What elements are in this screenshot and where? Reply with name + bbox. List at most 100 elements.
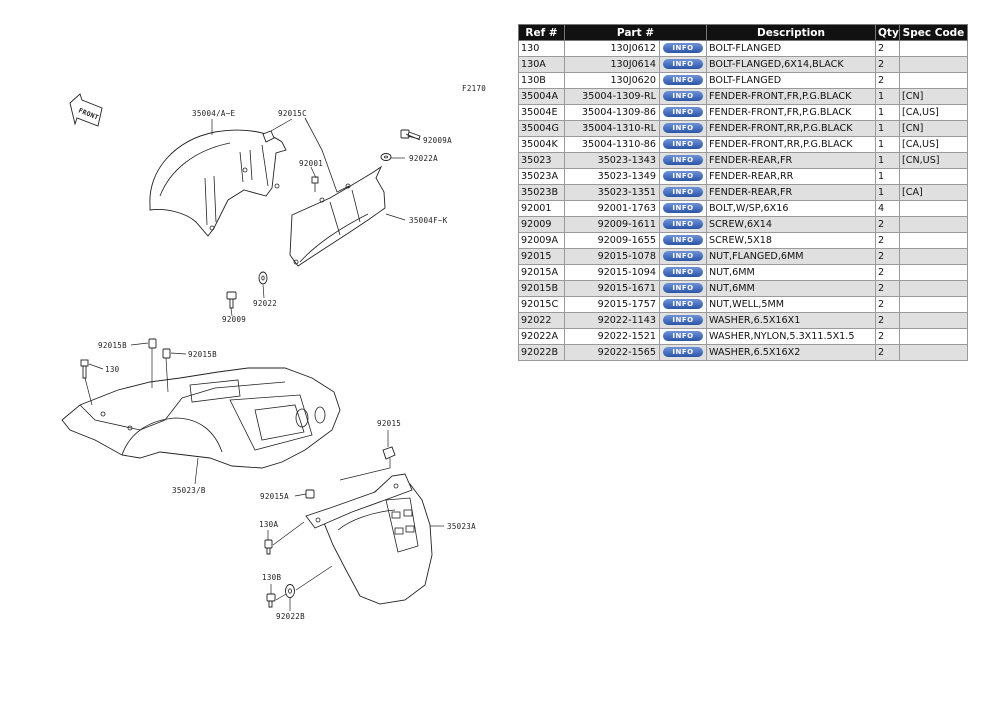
cell-info: INFO bbox=[659, 248, 707, 265]
info-button[interactable]: INFO bbox=[663, 283, 703, 293]
cell-part-number: 92022-1143 bbox=[564, 312, 660, 329]
cell-spec-code bbox=[899, 200, 968, 217]
cell-info: INFO bbox=[659, 40, 707, 57]
cell-qty: 2 bbox=[875, 312, 900, 329]
cell-description: WASHER,6.5X16X2 bbox=[706, 344, 876, 361]
cell-qty: 4 bbox=[875, 200, 900, 217]
cell-ref: 92015B bbox=[518, 280, 565, 297]
info-button[interactable]: INFO bbox=[663, 123, 703, 133]
callout-92015c: 92015C bbox=[278, 109, 307, 118]
callout-92015a: 92015A bbox=[260, 492, 289, 501]
cell-spec-code bbox=[899, 344, 968, 361]
rear-fender-front bbox=[61, 367, 341, 469]
cell-ref: 35023B bbox=[518, 184, 565, 201]
cell-description: FENDER-FRONT,FR,P.G.BLACK bbox=[706, 104, 876, 121]
cell-part-number: 35004-1309-86 bbox=[564, 104, 660, 121]
info-button[interactable]: INFO bbox=[663, 331, 703, 341]
info-button[interactable]: INFO bbox=[663, 59, 703, 69]
info-button[interactable]: INFO bbox=[663, 75, 703, 85]
cell-ref: 130A bbox=[518, 56, 565, 73]
callout-92022: 92022 bbox=[253, 299, 277, 308]
cell-spec-code: [CN,US] bbox=[899, 152, 968, 169]
cell-ref: 35004G bbox=[518, 120, 565, 137]
cell-description: SCREW,5X18 bbox=[706, 232, 876, 249]
cell-description: BOLT-FLANGED bbox=[706, 40, 876, 57]
cell-part-number: 35023-1349 bbox=[564, 168, 660, 185]
cell-part-number: 35004-1310-RL bbox=[564, 120, 660, 137]
callout-92022a: 92022A bbox=[409, 154, 438, 163]
parts-table: Ref # Part # Description Qty Spec Code 1… bbox=[518, 24, 968, 361]
info-button[interactable]: INFO bbox=[663, 43, 703, 53]
cell-part-number: 92009-1611 bbox=[564, 216, 660, 233]
cell-part-number: 130J0612 bbox=[564, 40, 660, 57]
info-button[interactable]: INFO bbox=[663, 219, 703, 229]
bolt-92009-icon bbox=[226, 291, 237, 309]
info-button[interactable]: INFO bbox=[663, 267, 703, 277]
cell-info: INFO bbox=[659, 328, 707, 345]
cell-part-number: 130J0620 bbox=[564, 72, 660, 89]
bolt-130-icon bbox=[80, 359, 89, 379]
cell-ref: 92015A bbox=[518, 264, 565, 281]
info-button[interactable]: INFO bbox=[663, 315, 703, 325]
info-button[interactable]: INFO bbox=[663, 187, 703, 197]
bolt-92009a-icon bbox=[400, 129, 421, 140]
cell-ref: 92009 bbox=[518, 216, 565, 233]
nut-92015-icon bbox=[382, 446, 396, 460]
cell-spec-code bbox=[899, 264, 968, 281]
info-button[interactable]: INFO bbox=[663, 91, 703, 101]
callout-92009a: 92009A bbox=[423, 136, 452, 145]
cell-part-number: 35004-1309-RL bbox=[564, 88, 660, 105]
nut-92015a-icon bbox=[305, 489, 315, 499]
callout-92015: 92015 bbox=[377, 419, 401, 428]
cell-ref: 35023 bbox=[518, 152, 565, 169]
cell-spec-code bbox=[899, 216, 968, 233]
front-arrow-icon: FRONT bbox=[69, 93, 103, 127]
cell-qty: 1 bbox=[875, 136, 900, 153]
cell-ref: 92009A bbox=[518, 232, 565, 249]
header-part: Part # bbox=[564, 24, 707, 41]
cell-info: INFO bbox=[659, 184, 707, 201]
info-button[interactable]: INFO bbox=[663, 251, 703, 261]
nut-92015c-icon bbox=[262, 130, 275, 143]
cell-part-number: 92015-1078 bbox=[564, 248, 660, 265]
cell-ref: 35023A bbox=[518, 168, 565, 185]
cell-part-number: 35023-1351 bbox=[564, 184, 660, 201]
cell-ref: 35004A bbox=[518, 88, 565, 105]
cell-qty: 2 bbox=[875, 344, 900, 361]
cell-ref: 92015C bbox=[518, 296, 565, 313]
cell-qty: 1 bbox=[875, 152, 900, 169]
cell-qty: 2 bbox=[875, 72, 900, 89]
front-fender-front bbox=[149, 129, 287, 237]
cell-spec-code bbox=[899, 232, 968, 249]
cell-info: INFO bbox=[659, 344, 707, 361]
cell-info: INFO bbox=[659, 280, 707, 297]
cell-part-number: 92015-1094 bbox=[564, 264, 660, 281]
callout-92009: 92009 bbox=[222, 315, 246, 324]
info-button[interactable]: INFO bbox=[663, 107, 703, 117]
info-button[interactable]: INFO bbox=[663, 155, 703, 165]
cell-spec-code bbox=[899, 72, 968, 89]
info-button[interactable]: INFO bbox=[663, 299, 703, 309]
cell-part-number: 92015-1671 bbox=[564, 280, 660, 297]
cell-ref: 130 bbox=[518, 40, 565, 57]
cell-info: INFO bbox=[659, 120, 707, 137]
info-button[interactable]: INFO bbox=[663, 347, 703, 357]
info-button[interactable]: INFO bbox=[663, 171, 703, 181]
info-button[interactable]: INFO bbox=[663, 139, 703, 149]
cell-ref: 92015 bbox=[518, 248, 565, 265]
cell-part-number: 35023-1343 bbox=[564, 152, 660, 169]
info-button[interactable]: INFO bbox=[663, 203, 703, 213]
cell-spec-code: [CA,US] bbox=[899, 136, 968, 153]
info-button[interactable]: INFO bbox=[663, 235, 703, 245]
cell-info: INFO bbox=[659, 72, 707, 89]
cell-info: INFO bbox=[659, 216, 707, 233]
cell-info: INFO bbox=[659, 296, 707, 313]
callout-35004f-k: 35004F~K bbox=[409, 216, 448, 225]
parts-list-panel: Ref # Part # Description Qty Spec Code 1… bbox=[518, 24, 968, 361]
